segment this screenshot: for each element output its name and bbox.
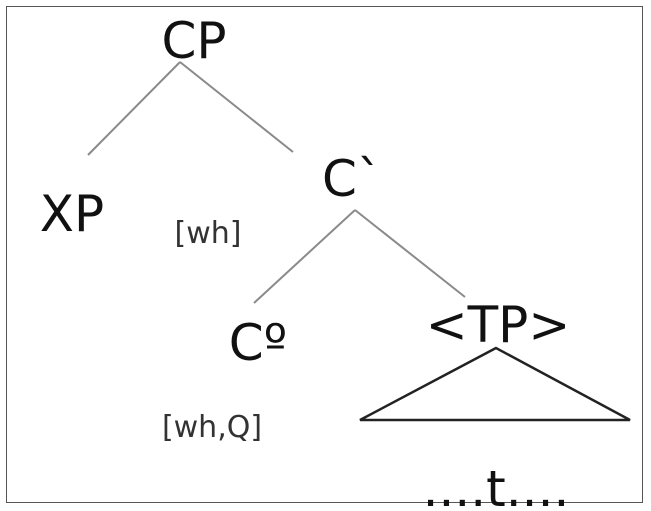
branch-cbar-chead <box>253 209 356 304</box>
tp-triangle <box>359 346 631 422</box>
node-xp: XP <box>40 185 104 243</box>
node-c-head: Cº <box>229 314 287 372</box>
node-c-bar: C` <box>322 150 382 208</box>
feature-xp-wh: [wh] <box>175 216 242 251</box>
node-trace: ....t.... <box>423 460 570 511</box>
branch-cp-cbar <box>179 61 294 153</box>
branch-cp-xp <box>87 61 181 156</box>
feature-chead-wh-q: [wh,Q] <box>162 410 262 445</box>
node-tp: <TP> <box>426 296 570 354</box>
branch-cbar-tp <box>354 209 466 298</box>
node-cp: CP <box>161 12 226 70</box>
